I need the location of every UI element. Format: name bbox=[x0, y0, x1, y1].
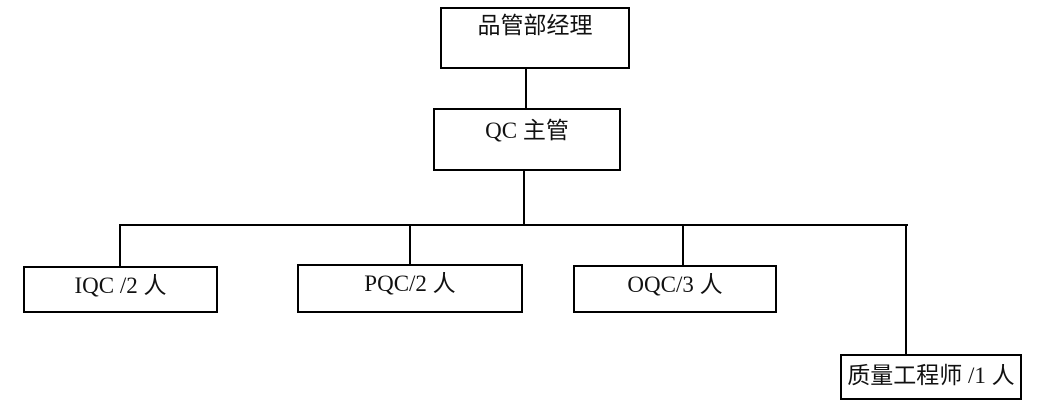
org-node-manager: 品管部经理 bbox=[440, 7, 630, 69]
connector-branch-to-iqc bbox=[119, 224, 121, 266]
connector-manager-to-qc-supervisor bbox=[525, 69, 527, 108]
connector-branch-to-quality-engineer bbox=[905, 224, 907, 354]
branch-horizontal-connector bbox=[119, 224, 908, 226]
connector-qc-supervisor-to-branch bbox=[523, 171, 525, 225]
connector-branch-to-pqc bbox=[409, 224, 411, 264]
org-node-quality-engineer: 质量工程师 /1 人 bbox=[840, 354, 1022, 400]
org-node-pqc: PQC/2 人 bbox=[297, 264, 523, 313]
org-node-qc-supervisor: QC 主管 bbox=[433, 108, 621, 171]
connector-branch-to-oqc bbox=[682, 224, 684, 265]
org-node-oqc: OQC/3 人 bbox=[573, 265, 777, 313]
org-node-iqc: IQC /2 人 bbox=[23, 266, 218, 313]
